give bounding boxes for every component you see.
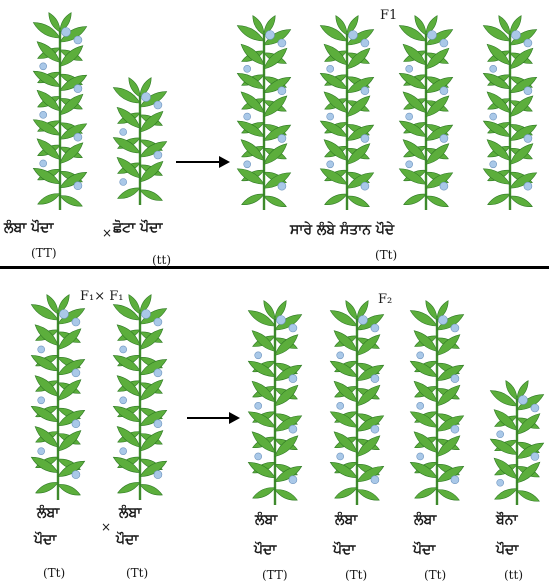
f2-offspring-2-genotype: (Tt)	[345, 568, 368, 582]
f2-offspring-3-line2: ਪੌਦਾ	[413, 542, 436, 558]
f1-offspring-label: ਸਾਰੇ ਲੰਬੇ ਸੰਤਾਨ ਪੌਦੇ	[290, 222, 395, 238]
bottom-parent1-genotype: (Tt)	[43, 566, 66, 580]
f2-offspring-4-line2: ਪੌਦਾ	[496, 542, 519, 558]
top-cross-symbol: ×	[102, 226, 113, 240]
top-arrow	[176, 156, 230, 168]
top-parent1-label: ਲੰਬਾ ਪੌਦਾ	[4, 220, 54, 236]
f1-plant-3	[398, 15, 454, 210]
f2-offspring-3-genotype: (Tt)	[424, 568, 447, 582]
bottom-parent2-genotype: (Tt)	[126, 566, 149, 580]
short-parent-plant	[112, 77, 168, 205]
bottom-parent2-line1: ਲੰਬਾ	[119, 505, 142, 521]
f1-plant-4	[482, 15, 538, 210]
bottom-parent2-line2: ਪੌਦਾ	[116, 532, 139, 548]
f2-plant-dwarf	[489, 380, 545, 505]
top-parent2-label: ਛੋਟਾ ਪੌਦਾ	[113, 220, 163, 236]
f2-plant-tt-hetero-2	[409, 300, 465, 505]
bottom-parent1-line2: ਪੌਦਾ	[34, 532, 57, 548]
f2-offspring-4-line1: ਬੌਨਾ	[496, 512, 518, 528]
f2-offspring-1-genotype: (TT)	[262, 568, 288, 582]
f1-cross-plant-2	[112, 294, 168, 500]
f2-generation-label: F₂	[378, 292, 393, 307]
f1-generation-label: F1	[380, 8, 398, 23]
bottom-arrow	[187, 412, 240, 424]
tall-parent-plant	[32, 12, 88, 210]
section-divider	[0, 266, 549, 269]
f1-cross-plant-1	[30, 294, 86, 500]
top-parent1-genotype: (TT)	[31, 246, 57, 260]
f2-offspring-1-line2: ਪੌਦਾ	[254, 542, 277, 558]
bottom-parent1-line1: ਲੰਬਾ	[37, 505, 60, 521]
f2-offspring-2-line1: ਲੰਬਾ	[335, 512, 358, 528]
f2-offspring-3-line1: ਲੰਬਾ	[414, 512, 437, 528]
f2-plant-tt-hetero-1	[329, 300, 385, 505]
f1-cross-label: F₁× F₁	[80, 289, 124, 304]
f2-offspring-2-line2: ਪੌਦਾ	[333, 542, 356, 558]
f1-plant-2	[319, 15, 375, 210]
top-parent2-genotype: (tt)	[152, 253, 172, 267]
f1-plant-1	[236, 15, 292, 210]
f2-offspring-1-line1: ਲੰਬਾ	[255, 512, 278, 528]
f1-offspring-genotype: (Tt)	[375, 248, 398, 262]
bottom-cross-symbol: ×	[101, 520, 112, 534]
f2-plant-tt-dominant	[247, 300, 303, 505]
f2-offspring-4-genotype: (tt)	[504, 568, 524, 582]
